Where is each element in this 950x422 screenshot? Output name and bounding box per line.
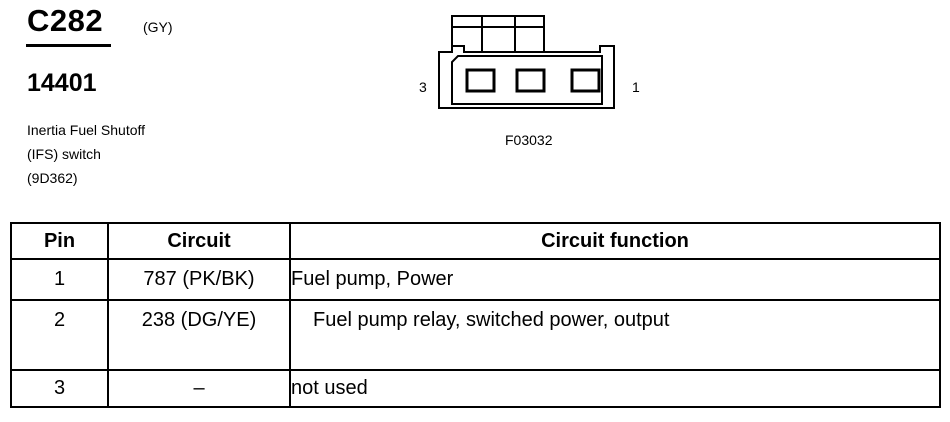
pin-cavity-1 <box>570 68 601 93</box>
component-description-line: (9D362) <box>27 170 78 186</box>
column-header-circuit: Circuit <box>107 222 291 260</box>
pin-number-label-left: 3 <box>419 79 427 95</box>
connector-lock-tab <box>451 15 545 55</box>
function-cell: not used <box>289 369 941 408</box>
circuit-cell: – <box>107 369 291 408</box>
component-description-line: Inertia Fuel Shutoff <box>27 122 146 138</box>
connector-inner-frame <box>451 55 603 105</box>
table-row: 3 – not used <box>10 369 941 408</box>
pin-cell: 3 <box>10 369 109 408</box>
pin-table: Pin Circuit Circuit function 1 787 (PK/B… <box>10 222 941 408</box>
pin-cavity-3 <box>465 68 496 93</box>
figure-reference: F03032 <box>505 132 553 148</box>
pin-cell: 1 <box>10 258 109 301</box>
table-row: 1 787 (PK/BK) Fuel pump, Power <box>10 258 941 301</box>
pin-cavity-2 <box>515 68 546 93</box>
table-header-row: Pin Circuit Circuit function <box>10 222 941 260</box>
pin-number-label-right: 1 <box>632 79 640 95</box>
part-number: 14401 <box>27 69 97 97</box>
function-cell: Fuel pump relay, switched power, output <box>289 299 941 371</box>
connector-id: C282 <box>27 3 104 38</box>
connector-face-diagram <box>438 15 615 109</box>
circuit-cell: 787 (PK/BK) <box>107 258 291 301</box>
pin-cell: 2 <box>10 299 109 371</box>
column-header-function: Circuit function <box>289 222 941 260</box>
table-row: 2 238 (DG/YE) Fuel pump relay, switched … <box>10 299 941 371</box>
function-cell: Fuel pump, Power <box>289 258 941 301</box>
circuit-cell: 238 (DG/YE) <box>107 299 291 371</box>
component-description-line: (IFS) switch <box>27 146 101 162</box>
connector-id-underline <box>26 44 111 47</box>
connector-color: (GY) <box>143 19 173 35</box>
column-header-pin: Pin <box>10 222 109 260</box>
